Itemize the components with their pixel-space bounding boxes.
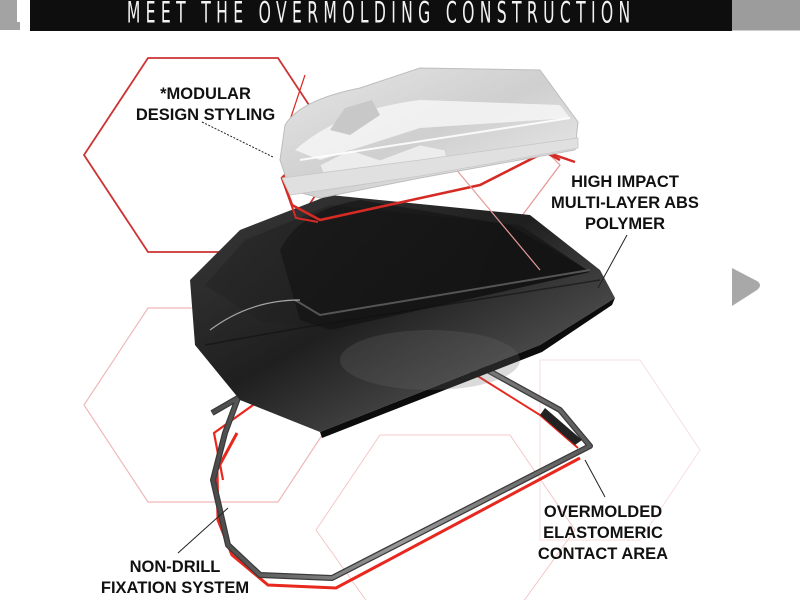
- leader-modular: [201, 121, 274, 158]
- leader-lines: [177, 121, 628, 554]
- callout-fixation-system: NON-DRILL FIXATION SYSTEM: [90, 557, 260, 599]
- callout-elastomeric-contact: OVERMOLDED ELASTOMERIC CONTACT AREA: [528, 502, 678, 565]
- callout-line: MULTI-LAYER ABS: [551, 194, 699, 212]
- abs-polymer-shell: [190, 195, 615, 438]
- title-banner: MEET THE OVERMOLDING CONSTRUCTION: [30, 0, 732, 31]
- page-title: MEET THE OVERMOLDING CONSTRUCTION: [126, 0, 636, 30]
- leader-elastomeric: [584, 459, 606, 498]
- play-triangle-right-icon: [732, 268, 760, 306]
- callout-line: NON-DRILL: [129, 558, 221, 576]
- elastomeric-frame: [210, 352, 593, 590]
- hexagon-bottom-center: [315, 434, 576, 600]
- leader-abs: [597, 234, 628, 289]
- callout-line: CONTACT AREA: [537, 545, 669, 563]
- top-right-gray-strip: [732, 0, 800, 31]
- callout-line: *MODULAR: [160, 85, 251, 103]
- callout-line: DESIGN STYLING: [135, 106, 276, 124]
- callout-line: POLYMER: [584, 215, 666, 233]
- callout-line: ELASTOMERIC: [543, 524, 663, 542]
- callout-line: OVERMOLDED: [543, 503, 663, 521]
- callout-modular-design: *MODULAR DESIGN STYLING: [118, 84, 293, 126]
- modular-design-cover: [279, 67, 579, 199]
- hexagon-bottom-right: [539, 359, 701, 541]
- top-left-gray-strip: [0, 0, 20, 30]
- divider: [17, 0, 20, 22]
- callout-line: HIGH IMPACT: [571, 173, 679, 191]
- next-slide-button[interactable]: [730, 266, 764, 308]
- leader-fixation: [177, 507, 229, 554]
- callout-line: FIXATION SYSTEM: [100, 579, 250, 597]
- callout-abs-polymer: HIGH IMPACT MULTI-LAYER ABS POLYMER: [540, 172, 710, 235]
